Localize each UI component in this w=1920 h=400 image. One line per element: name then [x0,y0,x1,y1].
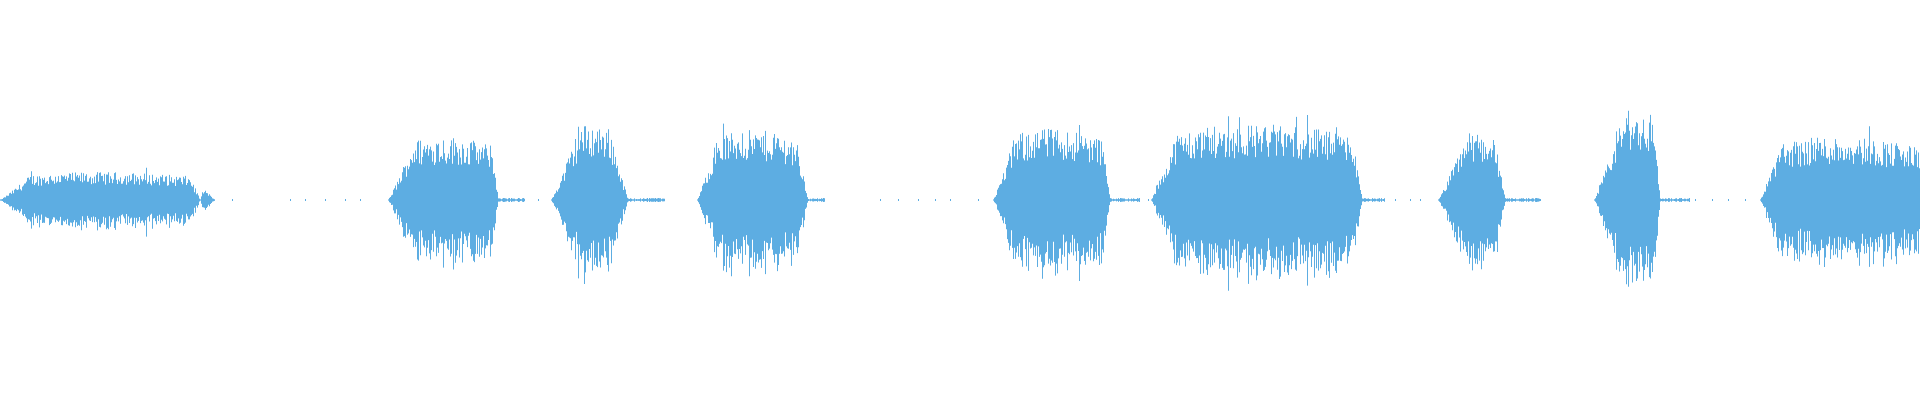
waveform-bars [0,110,1920,291]
waveform-signal-path [0,110,1920,291]
waveform-silence-ticks [232,199,1746,201]
